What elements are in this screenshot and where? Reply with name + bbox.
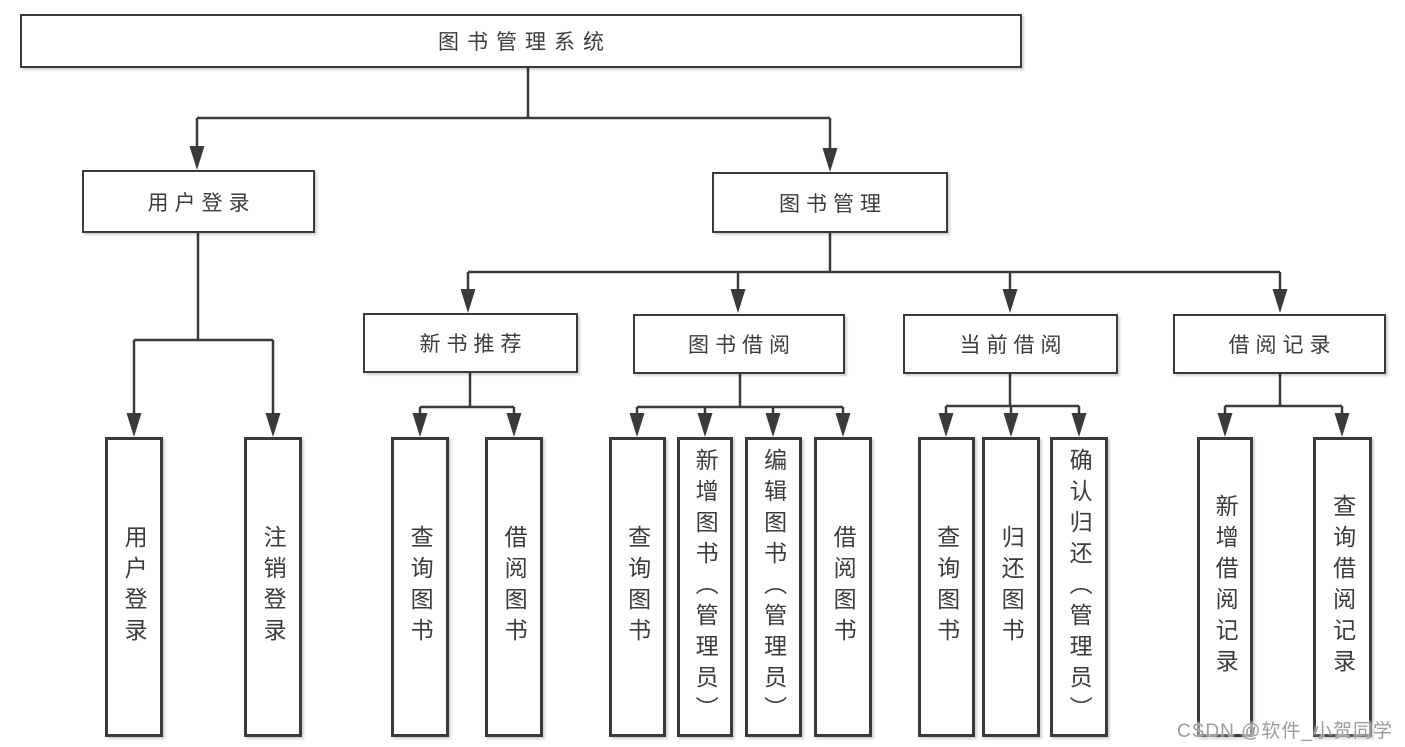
node-leaf-user-login: 用户登录 (105, 437, 163, 737)
node-borrow-records: 借阅记录 (1173, 314, 1386, 374)
leaf-label: 查询图书 (624, 525, 651, 649)
leaf-label: 查询图书 (407, 525, 434, 649)
connector-path (1223, 374, 1344, 415)
leaf-label: 新增借阅记录 (1212, 494, 1239, 680)
node-leaf-query-books-current: 查询图书 (918, 437, 975, 737)
node-leaf-add-books-admin: 新增图书（管理员） (677, 437, 733, 737)
arrowhead-icon (412, 413, 428, 437)
arrowhead-icon (1003, 413, 1019, 437)
connector-path (466, 233, 1282, 293)
node-leaf-return-books: 归还图书 (982, 437, 1040, 737)
arrowhead-icon (629, 413, 645, 437)
connector-path (418, 373, 516, 415)
arrowhead-icon (730, 289, 746, 313)
node-leaf-logout: 注销登录 (244, 437, 302, 737)
leaf-label: 查询图书 (933, 525, 960, 649)
arrowhead-icon (822, 148, 838, 172)
leaf-label: 归还图书 (998, 525, 1025, 649)
arrowhead-icon (189, 146, 205, 170)
node-user-login: 用户登录 (82, 170, 315, 233)
node-leaf-borrow-books: 借阅图书 (814, 437, 872, 737)
node-current-borrow: 当前借阅 (903, 314, 1118, 374)
connector-path (132, 233, 275, 415)
arrowhead-icon (1217, 413, 1233, 437)
arrowhead-icon (506, 413, 522, 437)
csdn-watermark: CSDN @软件_小贺同学 (1177, 721, 1393, 742)
node-leaf-edit-books-admin: 编辑图书（管理员） (745, 437, 802, 737)
arrowhead-icon (1334, 413, 1350, 437)
connector-path (635, 374, 845, 415)
node-root: 图书管理系统 (20, 14, 1022, 68)
arrowhead-icon (126, 413, 142, 437)
leaf-label: 注销登录 (260, 525, 287, 649)
arrowhead-icon (697, 413, 713, 437)
leaf-label: 新增图书（管理员） (692, 447, 719, 727)
node-leaf-query-books-borrow: 查询图书 (609, 437, 666, 737)
arrowhead-icon (265, 413, 281, 437)
leaf-label: 借阅图书 (830, 525, 857, 649)
leaf-label: 用户登录 (121, 525, 148, 649)
arrowhead-icon (1071, 413, 1087, 437)
node-leaf-confirm-return-admin: 确认归还（管理员） (1050, 437, 1108, 737)
arrowhead-icon (460, 289, 476, 313)
arrowhead-icon (938, 413, 954, 437)
node-leaf-add-borrow-record: 新增借阅记录 (1197, 437, 1253, 737)
node-book-borrow: 图书借阅 (633, 314, 845, 374)
node-new-book-recommend: 新书推荐 (363, 313, 578, 373)
leaf-label: 编辑图书（管理员） (760, 447, 787, 727)
arrowhead-icon (1002, 289, 1018, 313)
connector-path (944, 374, 1081, 415)
node-leaf-borrow-books-recommend: 借阅图书 (485, 437, 543, 737)
node-leaf-query-borrow-record: 查询借阅记录 (1313, 437, 1372, 737)
node-leaf-query-books-recommend: 查询图书 (391, 437, 449, 737)
arrowhead-icon (1272, 289, 1288, 313)
node-book-management: 图书管理 (712, 172, 948, 233)
leaf-label: 查询借阅记录 (1329, 494, 1356, 680)
connector-path (195, 68, 832, 152)
arrowhead-icon (765, 413, 781, 437)
leaf-label: 借阅图书 (501, 525, 528, 649)
leaf-label: 确认归还（管理员） (1066, 447, 1093, 727)
arrowhead-icon (835, 413, 851, 437)
